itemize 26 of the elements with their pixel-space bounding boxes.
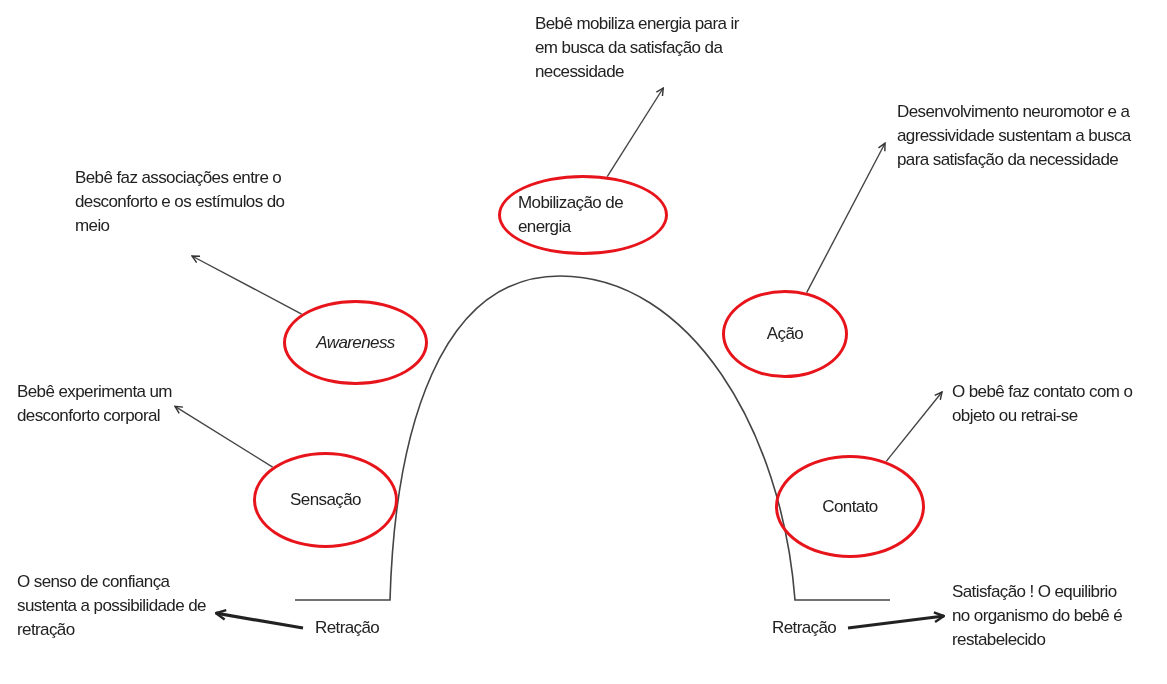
arrow — [847, 611, 946, 630]
stage-name: Contato — [822, 495, 878, 518]
stage-name: Sensação — [290, 489, 361, 511]
stage-ellipse — [775, 455, 925, 558]
arrow — [606, 87, 664, 178]
arrow — [805, 142, 886, 294]
arrow — [174, 405, 274, 468]
stage-ellipse — [283, 300, 428, 385]
stage-label: Retração — [315, 616, 380, 640]
annotation-text: Bebê mobiliza energia para ir em busca da satisfação da necessidade — [535, 12, 760, 84]
annotation-text: Bebê experimenta um desconforto corporal — [17, 380, 177, 428]
stage-name: Mobilização de energia — [518, 192, 624, 238]
arrow — [191, 255, 303, 315]
annotation-text: Satisfação ! O equilibrio no organismo do bebê é restabelecido — [952, 580, 1127, 652]
arrow — [214, 608, 304, 630]
stage-ellipse — [722, 290, 848, 378]
annotation-text: O bebê faz contato com o objeto ou retrai-se — [952, 380, 1157, 428]
stage-name: Awareness — [316, 331, 395, 354]
annotation-text: Bebê faz associações entre o desconforto e os estímulos do meio — [75, 166, 300, 238]
stage-name: Ação — [766, 323, 804, 345]
stage-label: Retração — [772, 616, 837, 640]
stage-ellipse — [498, 175, 668, 255]
arrow — [885, 391, 943, 463]
stage-ellipse — [253, 452, 398, 548]
annotation-text: Desenvolvimento neuromotor e a agressividade sustentam a busca para satisfação da necessidade — [897, 100, 1142, 172]
annotation-text: O senso de confiança sustenta a possibilidade de retração — [17, 570, 212, 642]
